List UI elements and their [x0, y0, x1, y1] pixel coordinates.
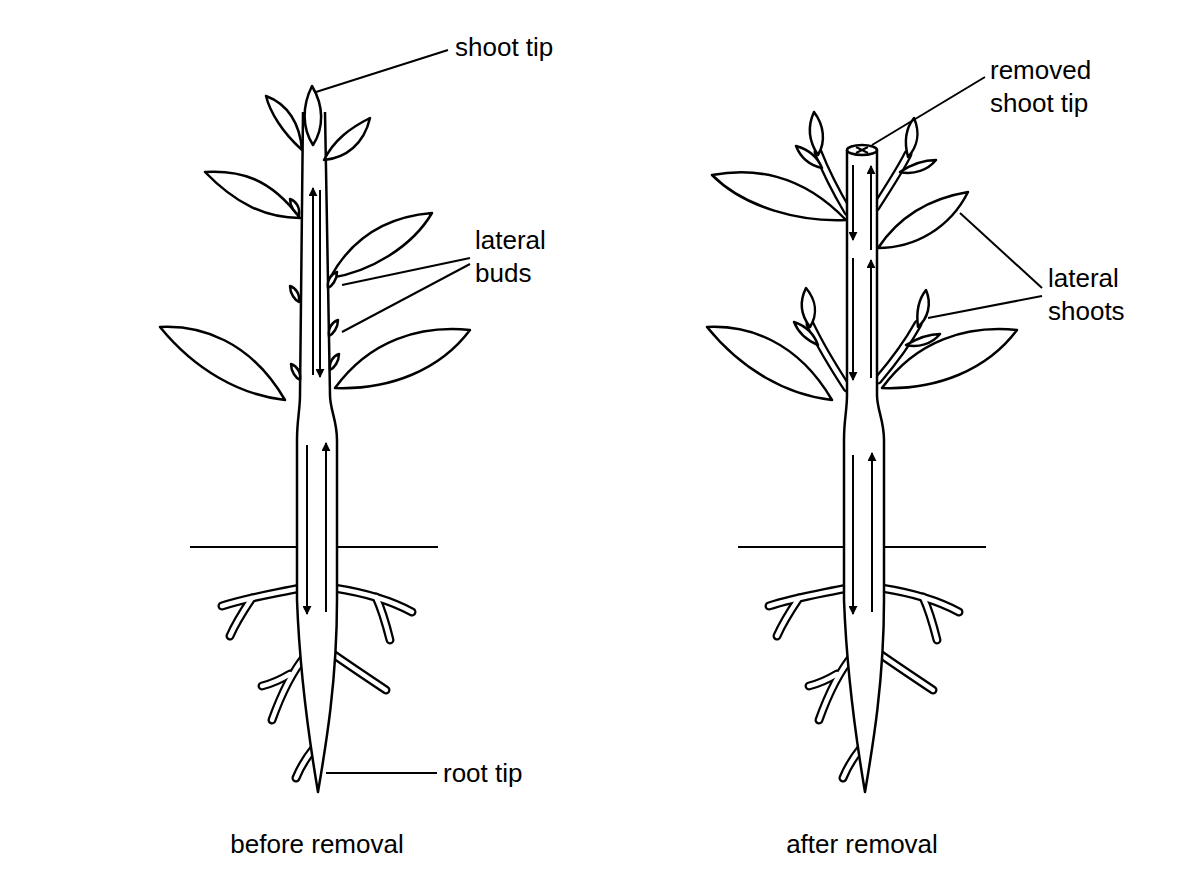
leader-line	[316, 50, 448, 92]
part-label: shoot tip	[455, 31, 553, 64]
leaf	[335, 329, 470, 388]
shoot-tip	[266, 96, 302, 150]
leader-line	[326, 772, 437, 774]
lateral-bud	[290, 199, 299, 215]
flow-arrow	[852, 258, 854, 380]
lateral-bud	[329, 320, 338, 336]
flow-arrow	[871, 453, 873, 612]
stem	[297, 112, 337, 792]
cut-surface	[847, 145, 877, 155]
part-label: removed shoot tip	[990, 54, 1120, 120]
flow-arrow	[306, 445, 308, 614]
flow-arrow	[312, 188, 314, 375]
lateral-bud	[328, 272, 337, 288]
leader-line	[928, 296, 1042, 318]
part-label: lateral buds	[475, 224, 575, 290]
flow-arrow	[870, 166, 872, 250]
flow-arrow	[325, 443, 327, 612]
leaf	[205, 172, 300, 218]
flow-arrow	[852, 165, 854, 240]
leaf	[707, 327, 832, 400]
flow-arrow	[852, 455, 854, 614]
cut-mark	[856, 147, 868, 153]
part-label: lateral shoots	[1048, 262, 1178, 328]
leader-line	[342, 264, 470, 332]
lateral-bud	[330, 354, 339, 370]
leaf	[712, 172, 846, 220]
leader-line	[872, 77, 985, 145]
flow-arrow	[870, 260, 872, 378]
flow-arrow	[319, 190, 321, 377]
lateral-bud	[291, 364, 300, 380]
part-label: root tip	[443, 757, 523, 790]
lateral-bud	[290, 286, 299, 302]
leader-line	[960, 213, 1042, 288]
leaf	[160, 327, 285, 400]
panel-caption: after removal	[786, 828, 938, 861]
leaf	[878, 192, 968, 248]
panel-caption: before removal	[230, 828, 403, 861]
leader-line	[342, 258, 470, 285]
leaf	[882, 329, 1017, 388]
cut-mark	[856, 147, 868, 153]
shoot-tip	[324, 118, 370, 160]
shoot-tip	[305, 86, 322, 145]
